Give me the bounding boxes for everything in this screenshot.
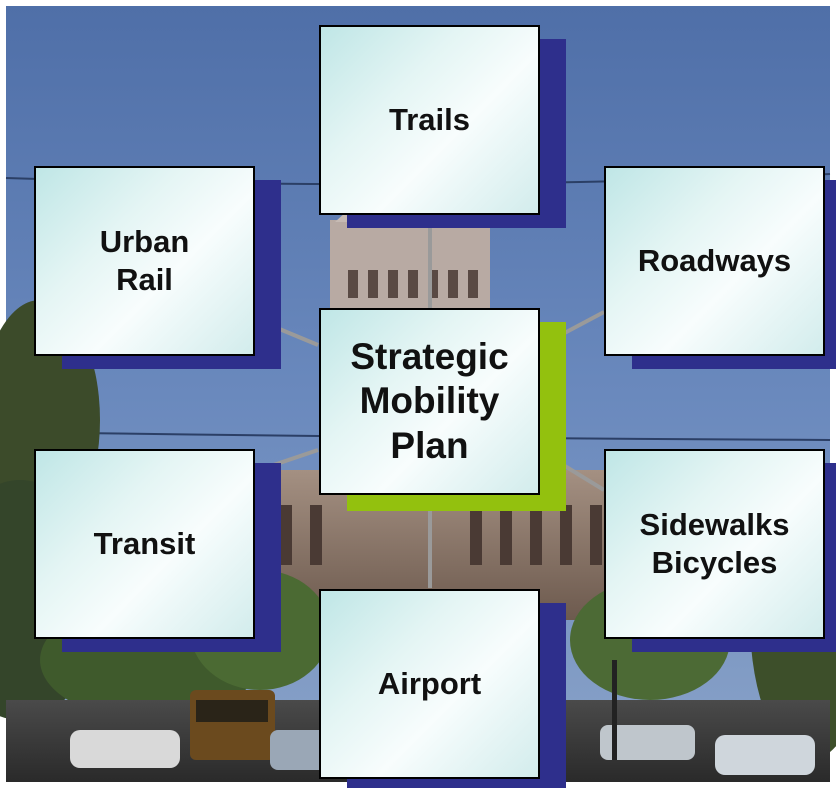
airport-label: Airport bbox=[377, 666, 482, 702]
trails-node: Trails bbox=[319, 25, 540, 215]
transit-node: Transit bbox=[34, 449, 255, 639]
sidewalks-bicycles-node: Sidewalks Bicycles bbox=[604, 449, 825, 639]
center-label: Strategic Mobility Plan bbox=[350, 335, 509, 466]
roadways-node: Roadways bbox=[604, 166, 825, 356]
transit-label: Transit bbox=[93, 526, 196, 562]
urban-rail-node: Urban Rail bbox=[34, 166, 255, 356]
roadways-label: Roadways bbox=[637, 243, 792, 279]
sidewalks-bicycles-label: Sidewalks Bicycles bbox=[639, 507, 790, 580]
trails-label: Trails bbox=[389, 102, 470, 138]
urban-rail-label: Urban Rail bbox=[99, 224, 190, 297]
strategic-mobility-plan-node: Strategic Mobility Plan bbox=[319, 308, 540, 495]
airport-node: Airport bbox=[319, 589, 540, 779]
